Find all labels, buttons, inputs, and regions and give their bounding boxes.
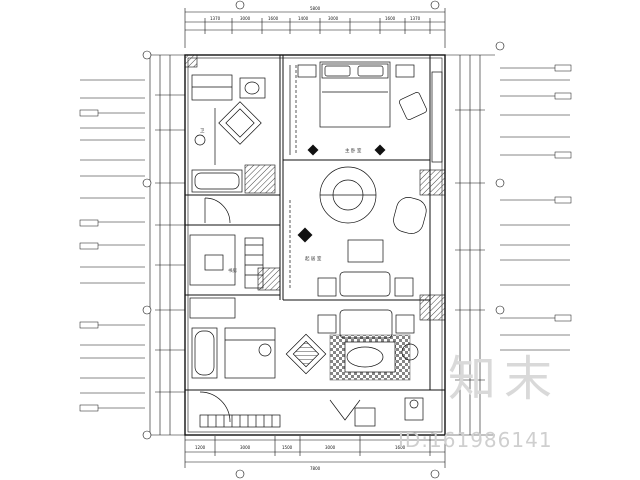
right-annotation-tags	[554, 64, 572, 322]
dim-bottom-seg: 1500	[282, 445, 293, 450]
study-room	[189, 197, 264, 319]
bottom-dimension-chain	[184, 432, 446, 468]
dim-bottom-seg: 1600	[395, 445, 406, 450]
room-label-living: 起 居 室	[305, 255, 322, 262]
entry-area	[199, 397, 424, 428]
dim-top-seg: 3000	[240, 16, 251, 21]
room-label-bath: 卫	[200, 128, 205, 134]
living-room	[289, 166, 427, 297]
watermark-id: ID:161986141	[398, 428, 553, 452]
master-bathroom	[191, 74, 266, 193]
top-dimension-chain	[184, 8, 446, 48]
dim-bottom-seg: 3000	[325, 445, 336, 450]
guest-bathroom	[191, 327, 276, 423]
left-annotation-leaders	[80, 79, 145, 409]
dim-bottom-seg: 1200	[195, 445, 206, 450]
master-bedroom	[289, 61, 443, 163]
right-annotation-leaders	[500, 67, 570, 351]
dim-top-seg: 1600	[268, 16, 279, 21]
exterior-walls	[184, 54, 446, 436]
dim-top-seg: 1400	[298, 16, 309, 21]
watermark-logo: 知末	[448, 351, 560, 407]
dim-top-seg: 3000	[328, 16, 339, 21]
grid-axis-markers-right	[495, 178, 505, 315]
structural-columns	[184, 54, 446, 321]
lounge-area	[285, 309, 419, 381]
dim-top-total: 5800	[310, 6, 321, 11]
grid-axis-markers-left	[142, 50, 152, 440]
dim-bottom-total: 7800	[310, 466, 321, 471]
dim-top-seg: 1600	[385, 16, 396, 21]
interior-walls	[185, 55, 445, 391]
watermark: 知末 ID:161986141	[398, 351, 560, 452]
room-label-study: 书房	[228, 267, 237, 274]
left-annotation-tags	[79, 109, 99, 412]
right-dimension-chain	[445, 54, 495, 436]
dim-top-seg: 1370	[410, 16, 421, 21]
room-label-bedroom: 主 卧 室	[345, 147, 362, 154]
grid-axis-markers-top	[235, 0, 505, 51]
left-dimension-chain	[145, 54, 185, 436]
dim-top-seg: 1370	[210, 16, 221, 21]
grid-axis-markers-bottom	[235, 469, 440, 479]
dim-bottom-seg: 3000	[240, 445, 251, 450]
